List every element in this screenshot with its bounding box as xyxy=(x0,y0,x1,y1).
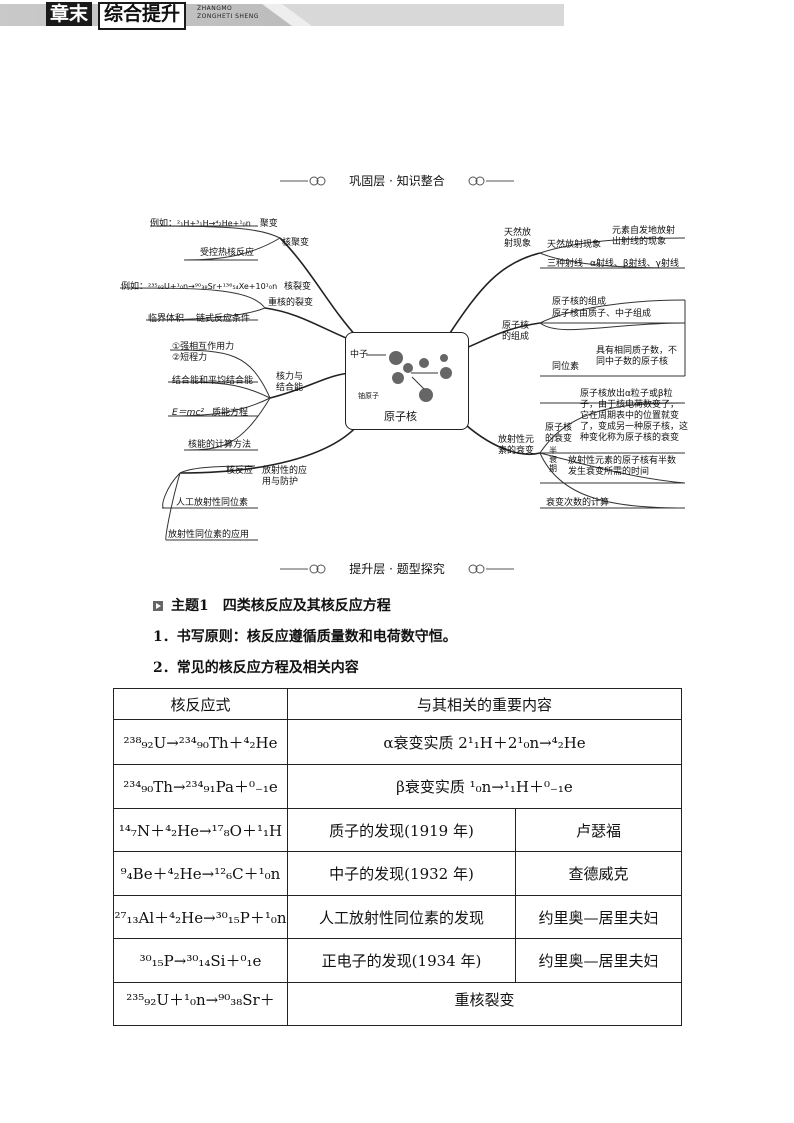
beta-decay-equation: ¹₀n→¹₁H＋⁰₋₁e xyxy=(464,778,573,796)
theme-heading: 主题1 四类核反应及其核反应方程 xyxy=(153,597,391,615)
nuclear-reaction-table: 核反应式 与其相关的重要内容 ²³⁸₉₂U→²³⁴₉₀Th＋⁴₂He α衰变实质… xyxy=(113,688,682,1026)
fusion-example: 例如：²₁H+³₁H→⁴₂He+¹₀n 聚变 xyxy=(150,218,278,230)
pinyin-line-1: ZHANGMO xyxy=(197,5,233,12)
fusion-branch: 核聚变 xyxy=(282,238,310,248)
calc-method: 核能的计算方法 xyxy=(188,440,252,450)
fission-equation: ²³⁵₉₂U+¹₀n→⁹⁰₃₈Sr+¹³⁶₅₄Xe+10¹₀n xyxy=(148,282,278,291)
table-row: ²³⁵₉₂U＋¹₀n→⁹⁰₃₈Sr＋ 重核裂变 xyxy=(113,982,682,1026)
spontaneous-desc: 元素自发地放射 出射线的现象 xyxy=(612,226,676,247)
table-head-equation: 核反应式 xyxy=(113,688,288,720)
theme-title: 主题1 四类核反应及其核反应方程 xyxy=(171,598,391,614)
divider-ornament-2 xyxy=(280,564,514,574)
alpha-decay-label: α衰变实质 xyxy=(383,733,454,752)
isotope-use: 放射性同位素的应用 xyxy=(168,530,250,540)
chain-condition: 链式反应条件 xyxy=(196,314,251,324)
composition-label: 原子核的组成 xyxy=(552,297,607,307)
section-divider-explore: 提升层 · 题型探究 xyxy=(270,560,524,578)
positron-discovery-event: 正电子的发现(1934 年) xyxy=(287,938,516,983)
reaction-proton-discovery: ¹⁴₇N＋⁴₂He→¹⁷₈O＋¹₁H xyxy=(113,808,288,852)
critical-volume: 临界体积 xyxy=(148,314,185,324)
beta-decay-essence: β衰变实质 ¹₀n→¹₁H＋⁰₋₁e xyxy=(287,764,682,809)
table-row: ²³⁸₉₂U→²³⁴₉₀Th＋⁴₂He α衰变实质 2¹₁H＋2¹₀n→⁴₂He xyxy=(113,719,682,765)
chapter-tag-title: 综合提升 xyxy=(98,2,187,30)
decay-desc: 原子核放出α粒子或β粒 子，由于核电荷数变了， 它在周期表中的位置就变 了，变成… xyxy=(580,389,689,443)
reaction-beta-decay: ²³⁴₉₀Th→²³⁴₉₁Pa＋⁰₋₁e xyxy=(113,764,288,809)
half-life-desc: 放射性元素的原子核有半数 发生衰变所需的时间 xyxy=(568,456,677,477)
fusion-example-tail: 聚变 xyxy=(259,219,278,229)
alpha-decay-essence: α衰变实质 2¹₁H＋2¹₀n→⁴₂He xyxy=(287,719,682,765)
composition-desc: 原子核由质子、中子组成 xyxy=(552,309,652,319)
fission-example-prefix: 例如： xyxy=(121,282,149,292)
table-intro-paragraph: 2．常见的核反应方程及相关内容 xyxy=(153,660,359,676)
composition-branch: 原子核 的组成 xyxy=(502,321,530,342)
chapter-tag: 章末 xyxy=(46,2,93,26)
artificial-isotope-event: 人工放射性同位素的发现 xyxy=(287,895,516,939)
fission-branch: 重核的裂变 xyxy=(268,298,314,308)
fission-example-tail: 核裂变 xyxy=(284,282,312,292)
table-row: ²⁷₁₃Al＋⁴₂He→³⁰₁₅P＋¹₀n 人工放射性同位素的发现 约里奥—居里… xyxy=(113,895,682,939)
table-row: ⁹₄Be＋⁴₂He→¹²₆C＋¹₀n 中子的发现(1932 年) 查德威克 xyxy=(113,851,682,896)
isotope-label: 同位素 xyxy=(552,362,580,372)
reaction-neutron-discovery: ⁹₄Be＋⁴₂He→¹²₆C＋¹₀n xyxy=(113,851,288,896)
divider-text-2: 提升层 · 题型探究 xyxy=(349,562,445,576)
mindmap-center: 中子 铀原子 原子核 xyxy=(345,332,469,430)
center-nucleus-label: 铀原子 xyxy=(358,392,379,400)
artificial-isotope-person: 约里奥—居里夫妇 xyxy=(515,895,682,939)
artificial-isotope: 人工放射性同位素 xyxy=(176,498,249,508)
neutron-discovery-person: 查德威克 xyxy=(515,851,682,896)
neutron-discovery-event: 中子的发现(1932 年) xyxy=(287,851,516,896)
reaction-alpha-decay: ²³⁸₉₂U→²³⁴₉₀Th＋⁴₂He xyxy=(113,719,288,765)
section-divider-consolidate: 巩固层 · 知识整合 xyxy=(270,172,524,190)
controlled-fusion: 受控热核反应 xyxy=(200,248,255,258)
applications-branch: 放射性的应 用与防护 xyxy=(262,466,308,487)
proton-discovery-event: 质子的发现(1919 年) xyxy=(287,808,516,852)
mass-energy-equation: 质能方程 xyxy=(212,408,249,418)
decay-count: 衰变次数的计算 xyxy=(546,498,610,508)
nuclear-force-branch: 核力与 结合能 xyxy=(276,372,304,393)
pinyin-line-2: ZONGHETI SHENG xyxy=(197,13,259,20)
chapter-banner: 章末 综合提升 ZHANGMO ZONGHETI SHENG xyxy=(0,0,564,30)
natural-phenomenon: 天然放射现象 xyxy=(547,240,602,250)
play-triangle-icon xyxy=(153,601,163,611)
divider-ornament xyxy=(280,176,514,186)
principle-paragraph: 1．书写原则：核反应遵循质量数和电荷数守恒。 xyxy=(153,629,457,645)
table-head-content: 与其相关的重要内容 xyxy=(287,688,682,720)
beta-decay-label: β衰变实质 xyxy=(396,778,465,796)
table-row: ³⁰₁₅P→³⁰₁₄Si＋⁰₁e 正电子的发现(1934 年) 约里奥—居里夫妇 xyxy=(113,938,682,983)
banner-pinyin: ZHANGMO ZONGHETI SHENG xyxy=(197,5,259,21)
fission-example: 例如：²³⁵₉₂U+¹₀n→⁹⁰₃₈Sr+¹³⁶₅₄Xe+10¹₀n 核裂变 xyxy=(121,281,311,293)
reaction-artificial-isotope: ²⁷₁₃Al＋⁴₂He→³⁰₁₅P＋¹₀n xyxy=(113,895,288,939)
divider-text: 巩固层 · 知识整合 xyxy=(349,174,445,188)
table-row: ²³⁴₉₀Th→²³⁴₉₁Pa＋⁰₋₁e β衰变实质 ¹₀n→¹₁H＋⁰₋₁e xyxy=(113,764,682,809)
isotope-desc: 具有相同质子数，不 同中子数的原子核 xyxy=(596,346,678,367)
short-force: ②短程力 xyxy=(172,353,208,363)
alpha-decay-equation: 2¹₁H＋2¹₀n→⁴₂He xyxy=(453,733,586,752)
three-rays: 三种射线 xyxy=(547,259,584,269)
decay-label: 原子核 的衰变 xyxy=(545,423,573,444)
reaction-positron-discovery: ³⁰₁₅P→³⁰₁₄Si＋⁰₁e xyxy=(113,938,288,983)
binding-energy: 结合能和平均结合能 xyxy=(172,376,254,386)
nuclear-reaction: 核反应 xyxy=(226,466,254,476)
decay-branch: 放射性元 素的衰变 xyxy=(498,435,535,456)
fusion-example-prefix: 例如： xyxy=(150,219,178,229)
center-title: 原子核 xyxy=(384,410,417,423)
strong-force: ①强相互作用力 xyxy=(172,342,235,352)
proton-discovery-person: 卢瑟福 xyxy=(515,808,682,852)
fusion-equation: ²₁H+³₁H→⁴₂He+¹₀n xyxy=(177,219,251,228)
natural-radioactivity-branch: 天然放 射现象 xyxy=(504,228,532,249)
emc2: E＝mc² xyxy=(172,408,205,418)
fission-desc: 重核裂变 xyxy=(287,982,682,1026)
fission-illustration xyxy=(366,351,452,402)
center-neutron-label: 中子 xyxy=(350,350,369,360)
positron-discovery-person: 约里奥—居里夫妇 xyxy=(515,938,682,983)
reaction-fission: ²³⁵₉₂U＋¹₀n→⁹⁰₃₈Sr＋ xyxy=(113,982,288,1026)
rays-list: α射线、β射线、γ射线 xyxy=(590,259,680,269)
table-row: ¹⁴₇N＋⁴₂He→¹⁷₈O＋¹₁H 质子的发现(1919 年) 卢瑟福 xyxy=(113,808,682,852)
half-life-label: 半 衰 期 xyxy=(549,446,557,473)
